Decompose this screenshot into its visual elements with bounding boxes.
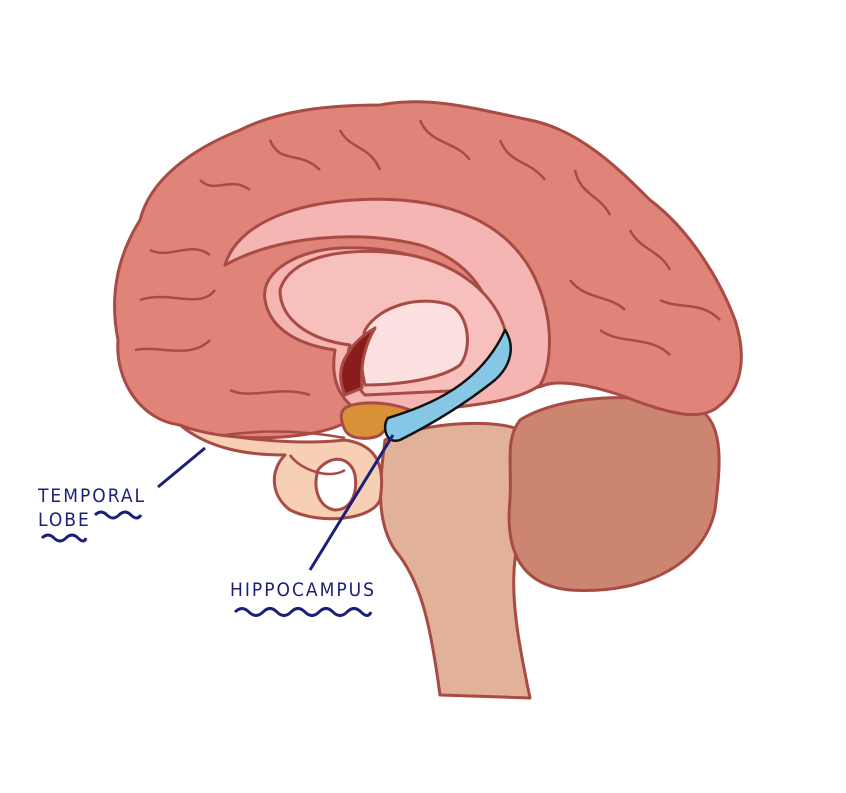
- temporal-hole: [314, 457, 358, 512]
- amygdala: [339, 401, 412, 440]
- temporal-lobe-label-line1: TEMPORAL: [38, 485, 147, 507]
- squiggle-1: [93, 510, 143, 520]
- temporal-lobe-leader: [157, 446, 206, 489]
- hippocampus-leader: [308, 434, 395, 571]
- ventricle: [359, 299, 469, 387]
- brainstem: [379, 421, 532, 700]
- hippocampus: [383, 328, 512, 443]
- temporal-lobe-label: TEMPORAL LOBE: [38, 484, 146, 532]
- cerebellum: [507, 396, 721, 592]
- thalamus: [339, 326, 377, 397]
- temporal-lobe-label-line2: LOBE: [38, 509, 91, 531]
- squiggle-2: [40, 533, 88, 543]
- squiggle-3: [233, 607, 373, 617]
- hippocampus-label: HIPPOCAMPUS: [230, 579, 377, 601]
